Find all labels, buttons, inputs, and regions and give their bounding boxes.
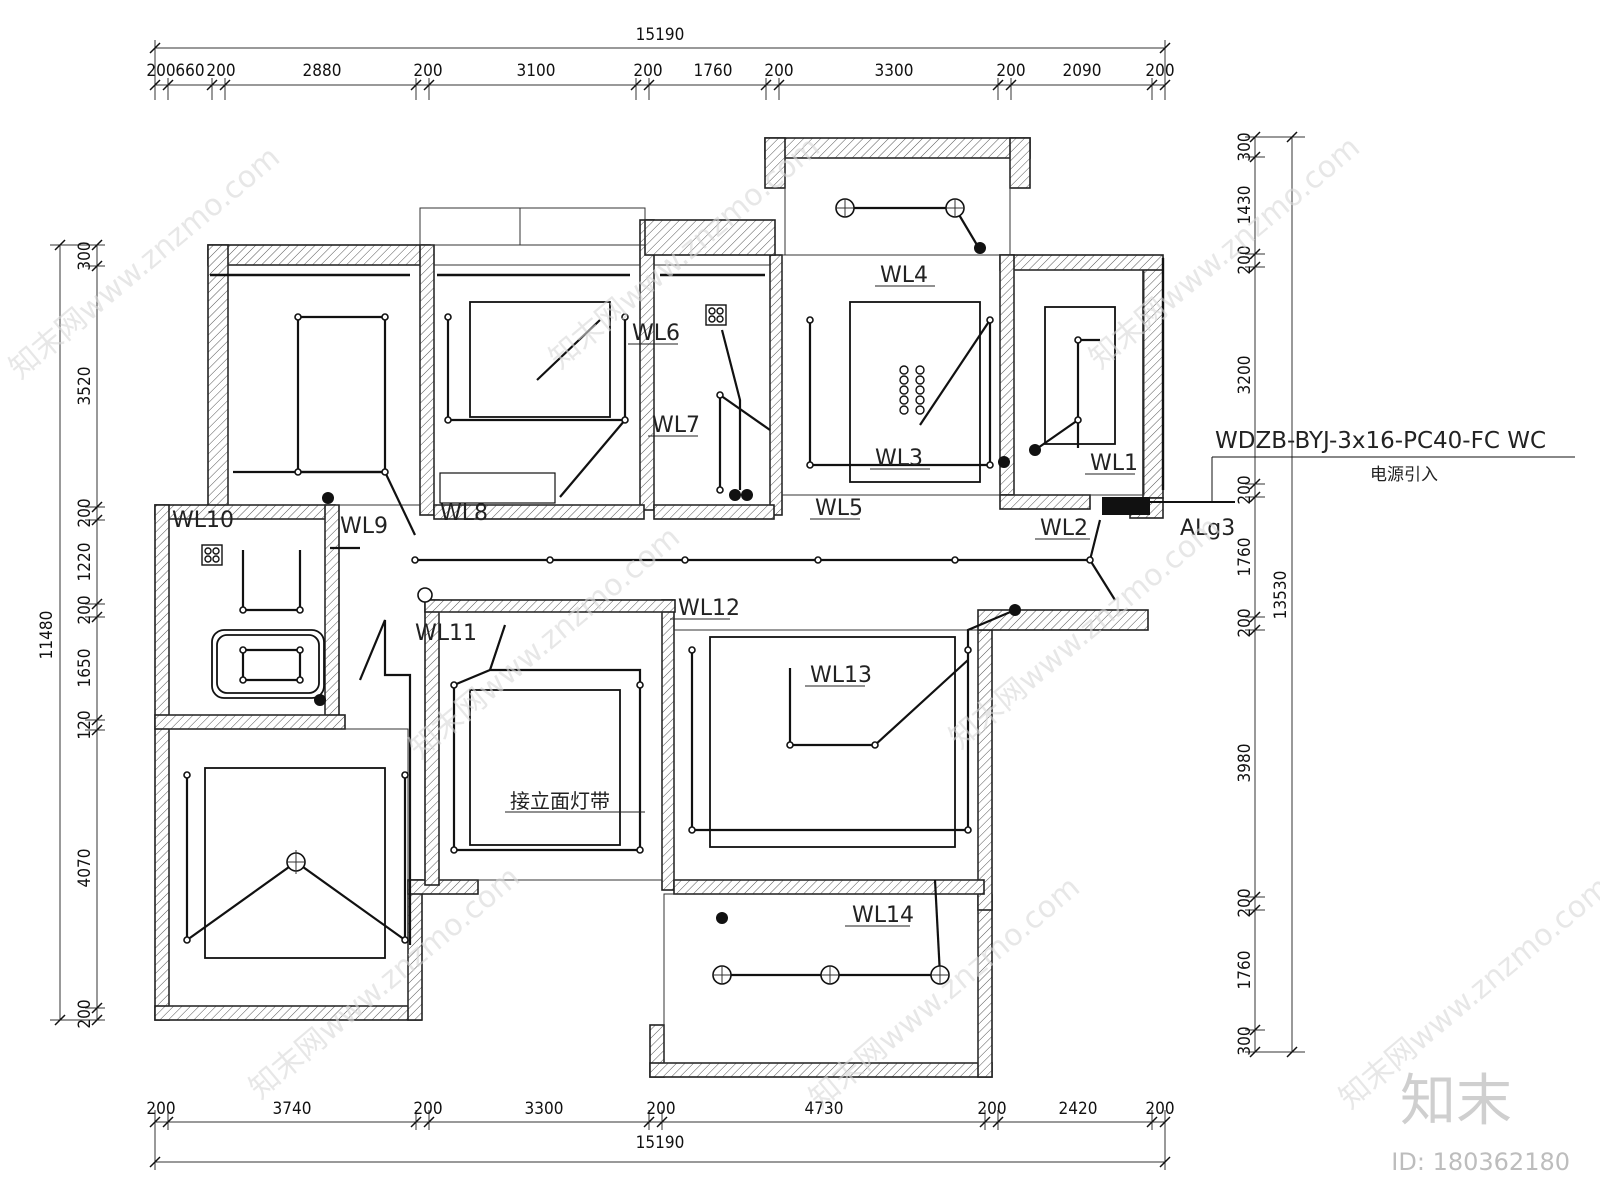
top-dim-7: 200 [633,61,662,81]
wl5-label: WL5 [815,496,863,521]
left-dim-7: 120 [75,710,95,739]
bottom-dim-5: 200 [646,1099,675,1119]
bottom-dim-4: 3300 [525,1099,564,1119]
wl3-label: WL3 [875,446,923,471]
bottom-dim-9: 200 [1145,1099,1174,1119]
watermark-logo: 知末 [1400,1069,1512,1134]
top-dim-13: 200 [1145,61,1174,81]
left-total-dim: 11480 [37,611,57,660]
top-dim-1: 200 [146,61,175,81]
master-wire [808,320,992,467]
switch-dots [314,242,1041,924]
distribution-panel [1102,497,1150,515]
bath-wire [241,550,302,612]
ceiling-outlines [204,258,1165,959]
top-total-dim: 15190 [636,25,685,45]
right-dim-11: 300 [1235,1026,1255,1055]
top-dim-2: 660 [175,61,204,81]
right-dim-3: 200 [1235,245,1255,274]
top-dim-4: 2880 [303,61,342,81]
ceiling-lamps [286,198,965,985]
wl11-label: WL11 [415,621,477,646]
wl1-label: WL1 [1090,451,1138,476]
left-dim-4: 1220 [75,543,95,582]
wl10-label: WL10 [172,508,234,533]
bathtub [211,629,325,699]
watermark-text-3: 知末网www.znzmo.com [1083,130,1367,376]
bottom-total-dim: 15190 [636,1133,685,1153]
right-dim-4: 3200 [1235,356,1255,395]
right-total-dim: 13530 [1271,571,1291,620]
panel-label: ALg3 [1180,516,1235,541]
right-dimension-group: 300 1430 200 3200 200 1760 200 3980 200 … [1235,131,1305,1058]
wl12-label: WL12 [678,596,740,621]
wl6-label: WL6 [632,321,680,346]
room1-wire [296,315,387,474]
circuit-labels: WL1 WL2 WL3 WL4 WL5 WL6 WL7 WL8 WL9 WL10… [172,263,1235,928]
bottom-dim-7: 200 [977,1099,1006,1119]
left-dim-2: 3520 [75,367,95,406]
chandelier [899,365,925,415]
top-dim-10: 3300 [875,61,914,81]
bottom-dim-1: 200 [146,1099,175,1119]
hall-ceiling-panel [709,636,956,848]
wl4-label: WL4 [880,263,928,288]
study-ceiling-panel [1044,306,1116,445]
downlights [183,313,1094,944]
wl8-label: WL8 [440,501,488,526]
top-dim-5: 200 [413,61,442,81]
wl9-label: WL9 [340,514,388,539]
top-dim-9: 200 [764,61,793,81]
left-dim-1: 300 [75,241,95,270]
right-dim-9: 200 [1235,888,1255,917]
top-dim-11: 200 [996,61,1025,81]
master-ceiling-panel [849,301,981,483]
label-leaders [628,285,1135,927]
left-dim-5: 200 [75,595,95,624]
dining-ceiling-panel [469,689,621,846]
wl7-label: WL7 [652,413,700,438]
wl2-label: WL2 [1040,516,1088,541]
top-dim-6: 3100 [517,61,556,81]
living-ceiling-panel [204,767,386,959]
watermark-id: ID: 180362180 [1391,1148,1570,1176]
dining-wire [452,668,642,852]
wl14-label: WL14 [852,903,914,928]
bottom-dim-8: 2420 [1059,1099,1098,1119]
bedroom2-ceiling-panel [469,301,611,418]
fixtures [183,198,1575,985]
bed-wardrobe [439,472,556,504]
bottom-dim-3: 200 [413,1099,442,1119]
power-cable-spec: WDZB-BYJ-3x16-PC40-FC WC [1215,428,1546,454]
left-dim-6: 1650 [75,649,95,688]
top-dimension-group: 15190 200 660 200 2880 200 3100 200 1760… [146,25,1175,100]
right-dim-10: 1760 [1235,951,1255,990]
top-dim-3: 200 [206,61,235,81]
right-dim-7: 200 [1235,608,1255,637]
top-dim-8: 1760 [694,61,733,81]
bottom-dim-6: 4730 [805,1099,844,1119]
power-entry-note: 电源引入 [1370,465,1438,485]
watermark-text-2: 知末网www.znzmo.com [543,130,827,376]
bottom-dim-2: 3740 [273,1099,312,1119]
right-dim-2: 1430 [1235,186,1255,225]
watermark-text-7: 知末网www.znzmo.com [803,870,1087,1116]
left-dim-8: 4070 [75,849,95,888]
right-dim-8: 3980 [1235,744,1255,783]
led-strip-note: 接立面灯带 [510,789,610,813]
bottom-dimension-group: 200 3740 200 3300 200 4730 200 2420 200 … [146,1099,1175,1170]
left-dim-9: 200 [75,999,95,1028]
bath-heaters [201,304,727,566]
right-dim-5: 200 [1235,475,1255,504]
left-dim-3: 200 [75,498,95,527]
left-dimension-group: 11480 300 3520 200 1220 200 1650 120 407… [37,239,105,1029]
top-dim-12: 2090 [1063,61,1102,81]
bed2-wire [446,317,627,422]
walls [154,137,1164,1078]
wl13-label: WL13 [810,663,872,688]
right-dim-6: 1760 [1235,538,1255,577]
right-dim-1: 300 [1235,132,1255,161]
